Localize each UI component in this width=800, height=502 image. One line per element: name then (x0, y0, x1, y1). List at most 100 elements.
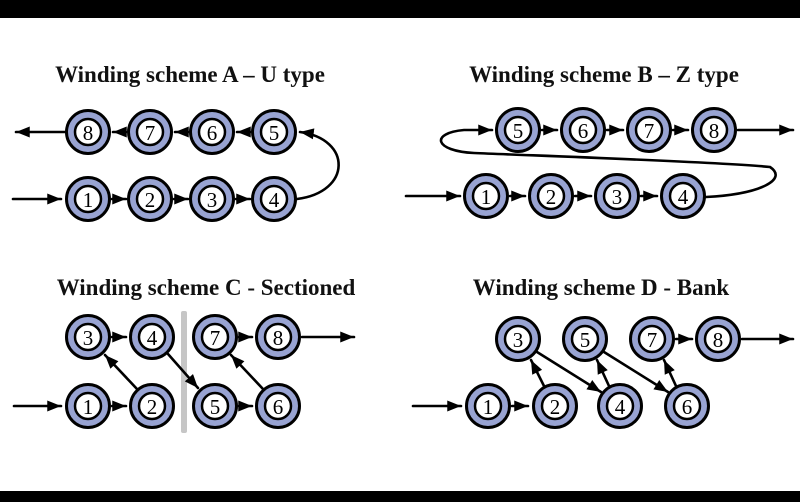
coil-core (197, 117, 227, 147)
coil-A-6: 6 (189, 109, 235, 155)
coil-number: 7 (210, 326, 221, 350)
coil-C-2: 2 (129, 383, 175, 429)
coil-core (602, 181, 632, 211)
coil-core (605, 391, 635, 421)
scheme-A: 8 7 6 5 1 2 3 4 (11, 109, 340, 222)
coil-C-4: 4 (129, 314, 175, 360)
letterbox-bottom (0, 491, 800, 502)
scheme-a-title: Winding scheme A – U type (55, 62, 325, 87)
coil-core (259, 184, 289, 214)
coil-number: 6 (273, 395, 284, 419)
coil-core (137, 391, 167, 421)
arrow-line (602, 350, 670, 394)
coil-A-8: 8 (65, 109, 111, 155)
coil-core (473, 391, 503, 421)
coil-core (263, 391, 293, 421)
coil-number: 3 (83, 326, 94, 350)
coil-D-6: 6 (664, 383, 710, 429)
coil-core (200, 322, 230, 352)
coil-number: 6 (578, 119, 589, 143)
coil-number: 7 (644, 119, 655, 143)
coil-D-3: 3 (495, 316, 541, 362)
coil-number: 1 (83, 395, 94, 419)
coil-A-4: 4 (251, 176, 297, 222)
coil-core (570, 324, 600, 354)
arrow-line (229, 353, 265, 391)
coil-C-8: 8 (255, 314, 301, 360)
coil-core (536, 181, 566, 211)
coil-C-6: 6 (255, 383, 301, 429)
coil-number: 4 (269, 188, 280, 212)
coil-number: 8 (83, 121, 94, 145)
coil-core (137, 322, 167, 352)
connector-curve (295, 128, 340, 201)
coil-core (200, 391, 230, 421)
coil-number: 2 (546, 185, 557, 209)
coil-A-5: 5 (251, 109, 297, 155)
scheme-D: 3 5 7 8 1 2 4 6 (411, 316, 795, 429)
coil-number: 5 (580, 328, 591, 352)
coil-core (73, 184, 103, 214)
coil-number: 5 (210, 395, 221, 419)
coil-D-7: 7 (629, 316, 675, 362)
coil-C-7: 7 (192, 314, 238, 360)
coil-number: 1 (483, 395, 494, 419)
coil-B-6: 6 (560, 107, 606, 153)
coil-number: 4 (147, 326, 158, 350)
coil-number: 6 (207, 121, 218, 145)
coil-core (73, 322, 103, 352)
coil-D-8: 8 (695, 316, 741, 362)
coil-A-2: 2 (127, 176, 173, 222)
coil-number: 2 (550, 395, 561, 419)
coil-B-2: 2 (528, 173, 574, 219)
arrow-line (166, 352, 200, 390)
scheme-C: 3 4 7 8 1 2 5 6 (12, 311, 356, 433)
coil-A-3: 3 (189, 176, 235, 222)
coil-core (540, 391, 570, 421)
coil-B-3: 3 (594, 173, 640, 219)
coil-D-2: 2 (532, 383, 578, 429)
coil-core (568, 115, 598, 145)
coil-core (503, 115, 533, 145)
coil-core (637, 324, 667, 354)
arrow-line (529, 358, 546, 388)
coil-number: 6 (682, 395, 693, 419)
coil-number: 7 (145, 121, 156, 145)
coil-number: 3 (207, 188, 218, 212)
coil-core (668, 181, 698, 211)
coil-core (135, 184, 165, 214)
coil-core (634, 115, 664, 145)
coil-number: 1 (83, 188, 94, 212)
coil-A-7: 7 (127, 109, 173, 155)
coil-B-7: 7 (626, 107, 672, 153)
coil-B-4: 4 (660, 173, 706, 219)
coil-core (73, 391, 103, 421)
coil-core (699, 115, 729, 145)
coil-number: 4 (678, 185, 689, 209)
coil-core (73, 117, 103, 147)
coil-number: 8 (713, 328, 724, 352)
arrow-line (535, 350, 603, 394)
connector-curve (439, 124, 777, 199)
coil-core (259, 117, 289, 147)
letterbox-top (0, 0, 800, 18)
coil-number: 1 (481, 185, 492, 209)
coil-core (197, 184, 227, 214)
coil-B-8: 8 (691, 107, 737, 153)
coil-core (135, 117, 165, 147)
coil-core (703, 324, 733, 354)
arrow-line (103, 353, 139, 391)
coil-number: 2 (147, 395, 158, 419)
coil-number: 3 (513, 328, 524, 352)
coil-core (672, 391, 702, 421)
coil-number: 4 (615, 395, 626, 419)
coil-B-1: 1 (463, 173, 509, 219)
arrow-line (662, 358, 678, 388)
coil-number: 3 (612, 185, 623, 209)
coil-core (503, 324, 533, 354)
arrow-line (595, 358, 611, 388)
coil-number: 8 (709, 119, 720, 143)
coil-D-5: 5 (562, 316, 608, 362)
